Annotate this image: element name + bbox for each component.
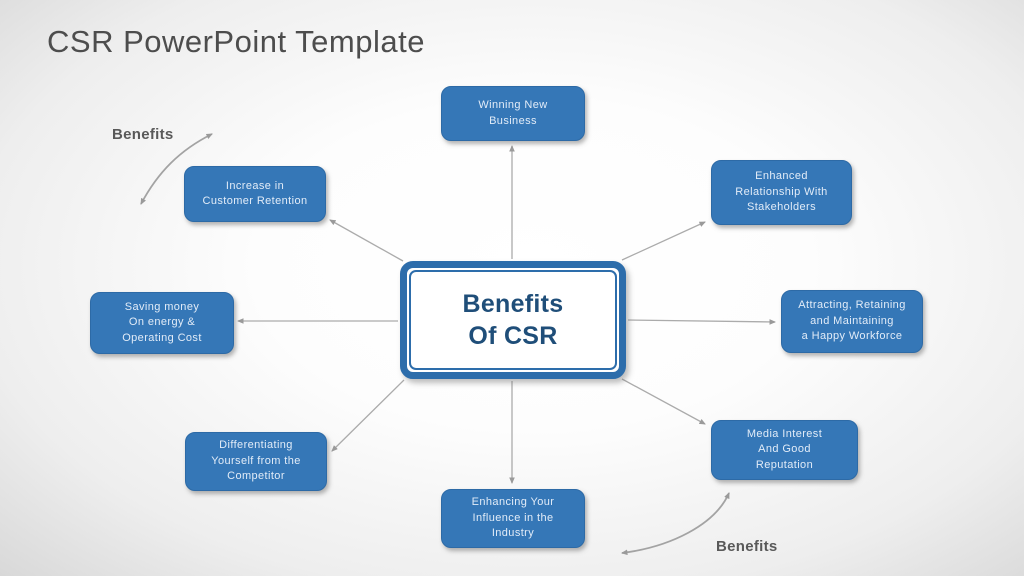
- node-label: Enhancing Your Influence in the Industry: [471, 496, 555, 540]
- benefits-annotation-top-left: Benefits: [112, 126, 174, 143]
- node-label: Attracting, Retaining and Maintaining a …: [798, 299, 906, 343]
- node-winning-new-business: Winning New Business: [441, 86, 585, 141]
- slide-title: CSR PowerPoint Template: [47, 24, 425, 59]
- connector-bottom-left: [331, 379, 405, 452]
- node-differentiating-from-competitor: Differentiating Yourself from the Compet…: [185, 432, 327, 491]
- node-label: Increase in Customer Retention: [202, 179, 308, 207]
- node-saving-money-operating-cost: Saving money On energy & Operating Cost: [90, 292, 234, 354]
- node-increase-customer-retention: Increase in Customer Retention: [184, 166, 326, 222]
- node-label: Winning New Business: [478, 99, 548, 127]
- connector-top-right: [621, 221, 706, 261]
- center-hub-label: Benefits Of CSR: [462, 289, 564, 351]
- connector-right: [627, 319, 776, 325]
- node-label: Differentiating Yourself from the Compet…: [211, 439, 301, 483]
- node-enhancing-influence-industry: Enhancing Your Influence in the Industry: [441, 489, 585, 548]
- node-label: Media Interest And Good Reputation: [746, 427, 823, 471]
- node-label: Enhanced Relationship With Stakeholders: [735, 170, 828, 214]
- node-enhanced-relationship: Enhanced Relationship With Stakeholders: [711, 160, 852, 225]
- benefits-annotation-bottom-right: Benefits: [716, 538, 778, 555]
- node-attracting-retaining-workforce: Attracting, Retaining and Maintaining a …: [781, 290, 923, 353]
- center-hub-benefits-of-csr: Benefits Of CSR: [400, 261, 626, 379]
- connector-top-left: [329, 219, 404, 262]
- curved-arrow-bottom-right: [621, 492, 730, 556]
- node-media-interest-good-reputation: Media Interest And Good Reputation: [711, 420, 858, 480]
- node-label: Saving money On energy & Operating Cost: [122, 300, 202, 344]
- connector-bottom-right: [621, 378, 706, 425]
- curved-arrow-top-left: [140, 133, 213, 205]
